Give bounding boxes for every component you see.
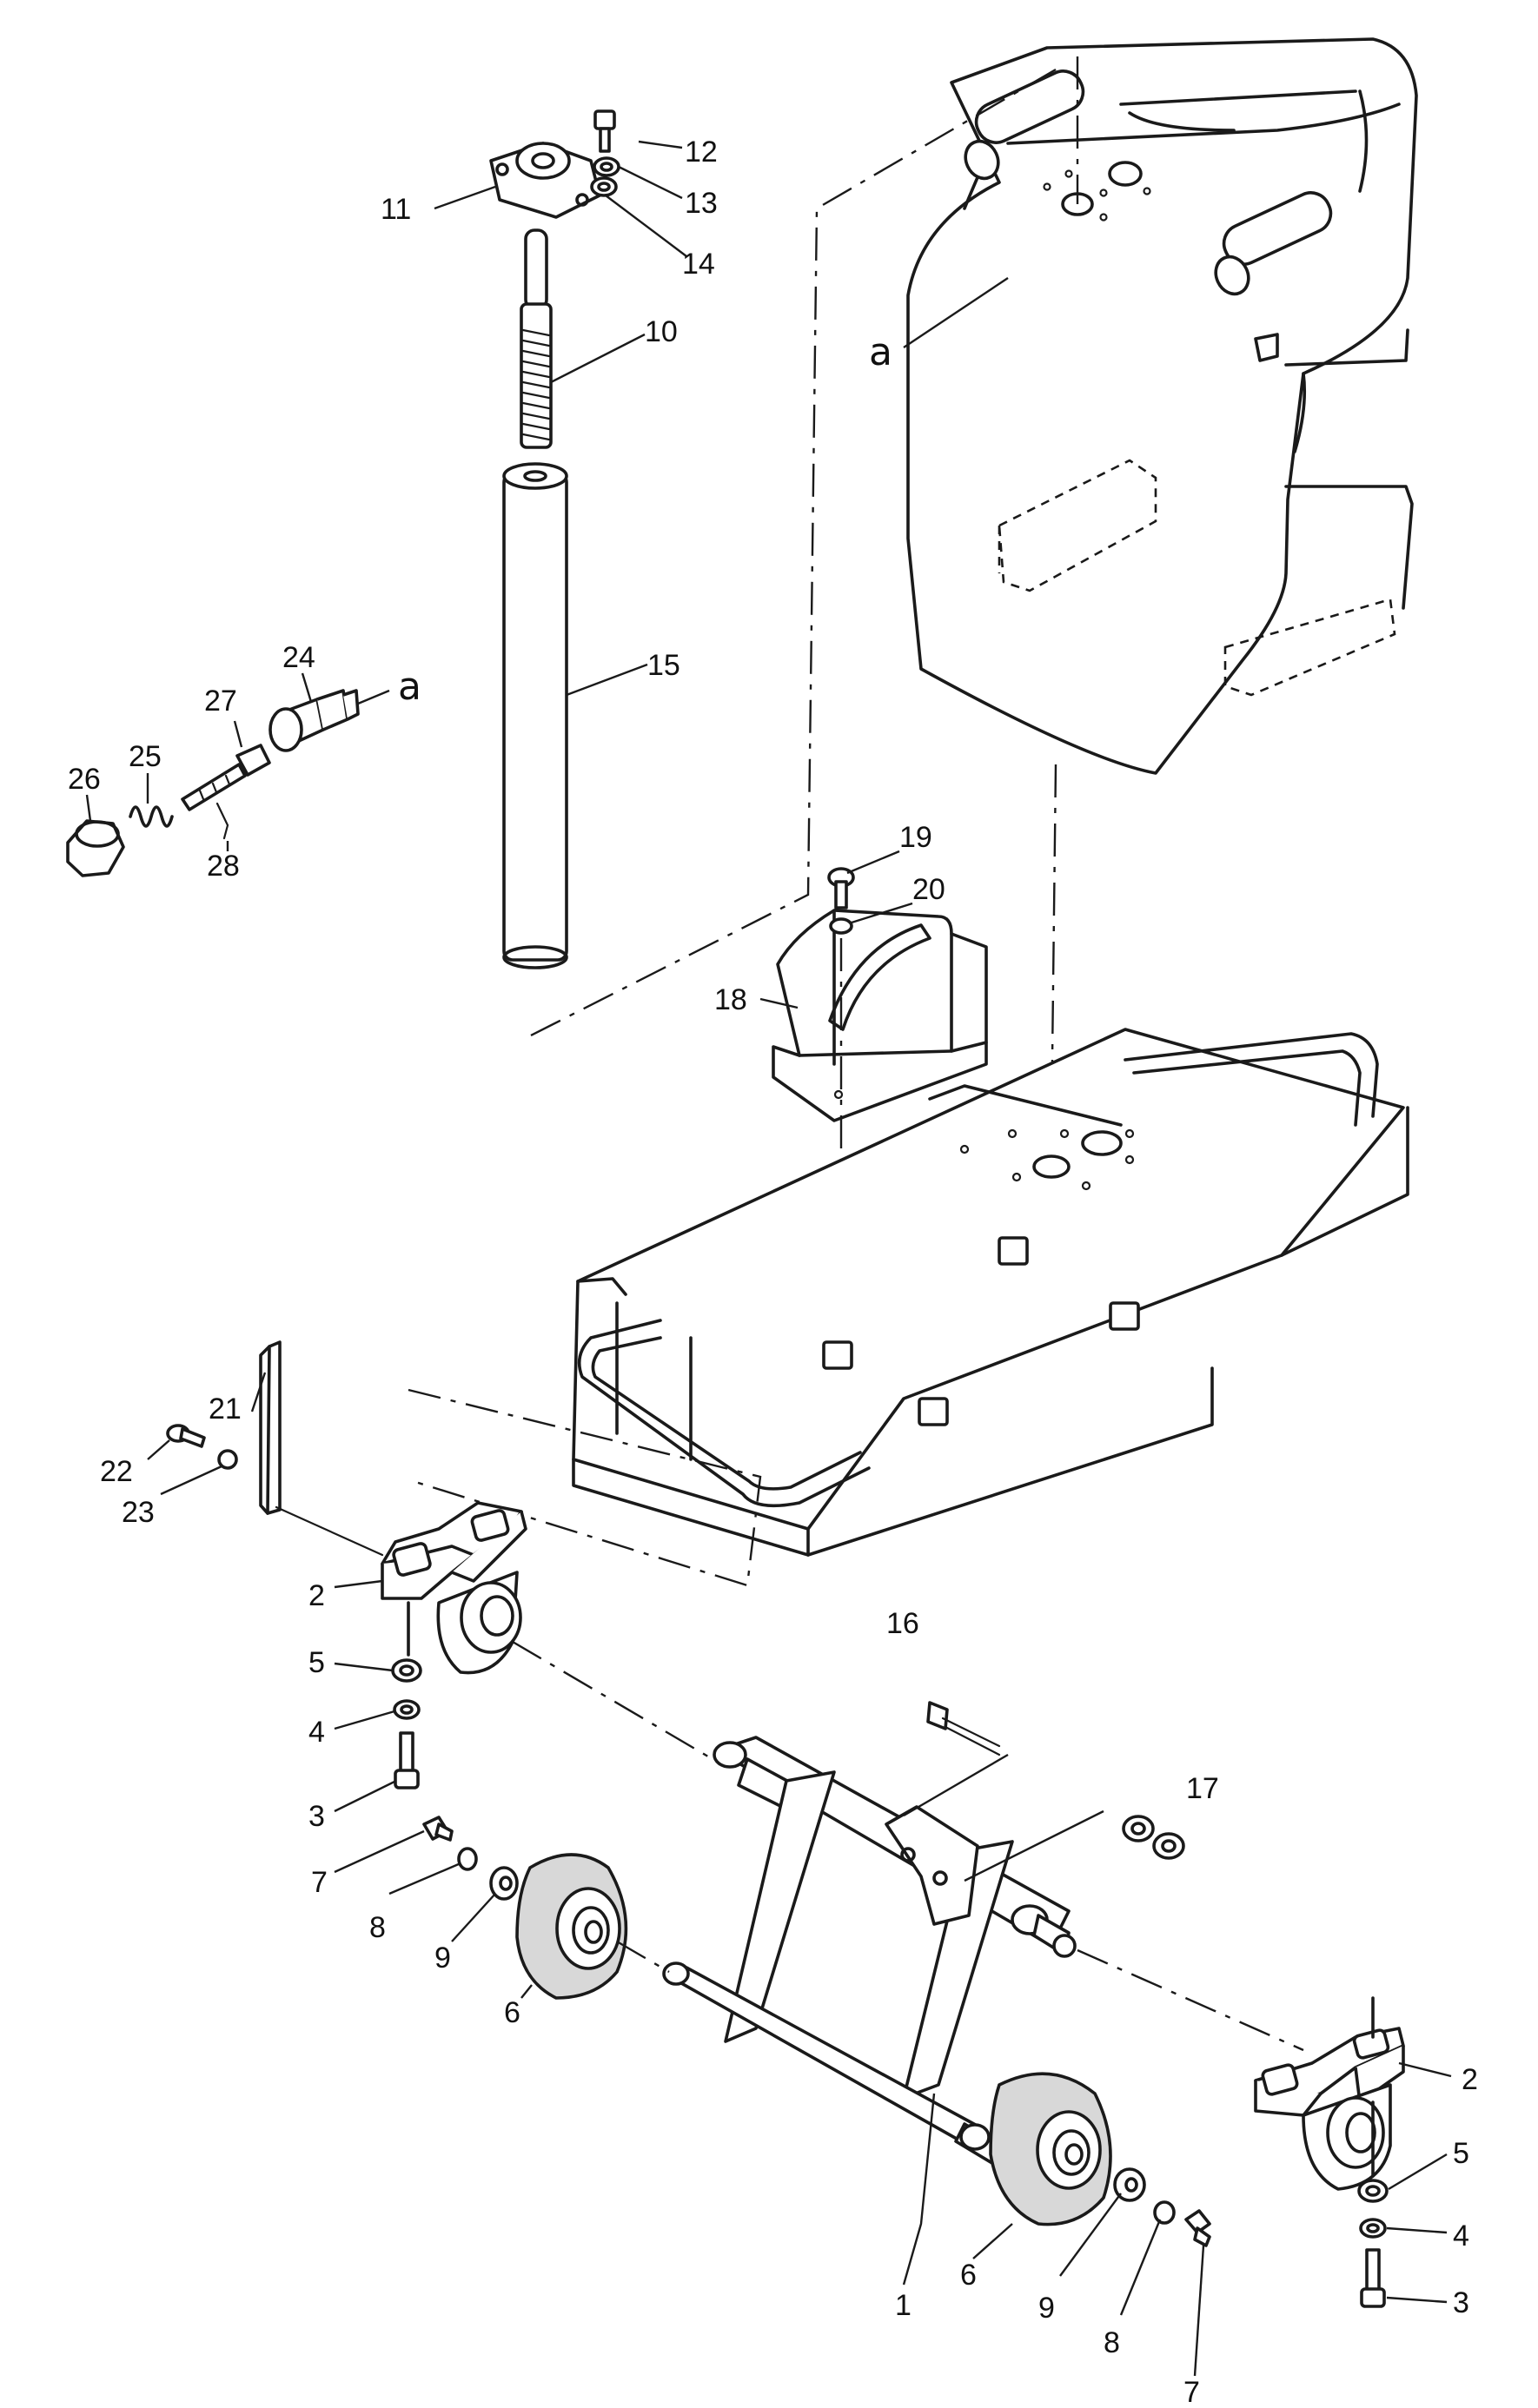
right-block-fasteners	[1357, 2179, 1389, 2308]
callout-16: 16	[886, 1607, 919, 1640]
callout-26: 26	[68, 763, 101, 796]
callout-4-right: 4	[1453, 2219, 1469, 2253]
washer-14	[590, 176, 618, 197]
axle-frame	[512, 1640, 1304, 2169]
callout-13: 13	[685, 187, 718, 220]
angle-bracket	[772, 909, 988, 1122]
callout-19: 19	[899, 821, 932, 854]
knob-reference-mark: a	[398, 665, 421, 709]
callout-7-right: 7	[1183, 2376, 1200, 2408]
cover-reference-mark: a	[869, 330, 892, 374]
lock-washer-13	[593, 156, 620, 177]
callout-8-left: 8	[369, 1911, 386, 1944]
callout-9-right: 9	[1038, 2292, 1055, 2325]
right-wheel-fasteners	[1113, 2167, 1211, 2247]
left-bearing-phantom	[408, 1388, 762, 1587]
callout-20: 20	[912, 873, 945, 906]
callout-9-left: 9	[434, 1942, 451, 1975]
pillow-block-left	[381, 1501, 527, 1675]
callout-7-left: 7	[311, 1866, 328, 1899]
callout-25: 25	[129, 740, 162, 773]
callout-3-left: 3	[308, 1800, 325, 1833]
callout-18: 18	[714, 983, 747, 1016]
nuts-17-leader	[964, 1809, 1104, 1882]
callout-5-right: 5	[1453, 2137, 1469, 2170]
callout-8-right: 8	[1104, 2326, 1120, 2359]
base-frame	[572, 1028, 1409, 1557]
callout-14: 14	[682, 248, 715, 281]
callout-22: 22	[100, 1455, 133, 1488]
callout-4-left: 4	[308, 1716, 325, 1749]
callout-labels: 12 13 11 14 10 15 24 27 25 26 28 19 20 1…	[68, 136, 1478, 2408]
left-wheel	[515, 1853, 670, 2000]
knob-assembly	[66, 689, 360, 877]
callout-2-right: 2	[1462, 2063, 1478, 2096]
callout-6-left: 6	[504, 1996, 520, 2029]
engine-cover	[906, 37, 1418, 775]
left-wheel-fasteners	[422, 1816, 519, 1901]
pillow-block-right	[1254, 1996, 1405, 2191]
callout-11: 11	[381, 193, 411, 226]
nuts-17	[1122, 1815, 1185, 1860]
callout-5-left: 5	[308, 1646, 325, 1679]
right-wheel	[989, 2072, 1112, 2226]
callout-17: 17	[1186, 1772, 1219, 1805]
callout-3-right: 3	[1453, 2286, 1469, 2319]
callout-6-right: 6	[960, 2259, 977, 2292]
callout-27: 27	[204, 685, 237, 718]
threaded-shaft	[520, 228, 553, 449]
left-block-fasteners	[391, 1658, 422, 1789]
callout-2-left: 2	[308, 1579, 325, 1612]
bolt-16	[926, 1701, 1001, 1756]
callout-1: 1	[895, 2289, 912, 2322]
strip-plate	[259, 1340, 282, 1515]
bolt-22	[166, 1424, 206, 1448]
callout-10: 10	[645, 315, 678, 348]
callout-23: 23	[122, 1496, 155, 1529]
nut-20	[829, 917, 853, 935]
bolt-12	[593, 109, 616, 153]
leader-lines	[85, 140, 1452, 2377]
callout-24: 24	[282, 641, 315, 674]
callout-15: 15	[647, 649, 680, 682]
callout-12: 12	[685, 136, 718, 169]
bolt-19	[827, 867, 855, 910]
callout-28: 28	[207, 850, 240, 883]
bearing-unit	[489, 142, 601, 219]
callout-21: 21	[209, 1393, 242, 1426]
bolt-16-leader	[903, 1753, 1009, 1817]
support-tube	[502, 462, 568, 969]
washer-23	[217, 1449, 238, 1470]
